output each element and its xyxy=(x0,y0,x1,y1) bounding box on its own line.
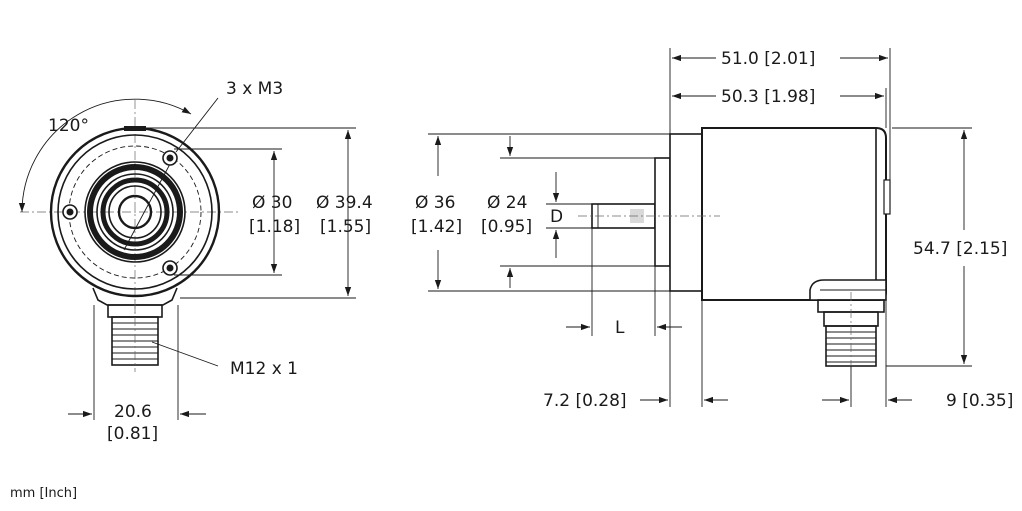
d30-mm-label: Ø 30 xyxy=(252,193,292,213)
d24-mm-label: Ø 24 xyxy=(487,193,527,213)
side-view xyxy=(428,48,972,407)
len51-label: 51.0 [2.01] xyxy=(721,49,815,69)
d394-in-label: [1.55] xyxy=(320,217,371,237)
screws-label: 3 x M3 xyxy=(226,79,283,99)
offset-label: 9 [0.35] xyxy=(946,391,1013,411)
flange-label: 7.2 [0.28] xyxy=(543,391,627,411)
connector-side xyxy=(817,292,885,372)
shaft-d-label: D xyxy=(550,207,563,227)
height-label: 54.7 [2.15] xyxy=(913,239,1007,259)
angle-label: 120° xyxy=(48,116,89,136)
d24-in-label: [0.95] xyxy=(481,217,532,237)
d36-in-label: [1.42] xyxy=(411,217,462,237)
d30-in-label: [1.18] xyxy=(249,217,300,237)
connector-front xyxy=(92,287,178,372)
screw-hole-bottom xyxy=(162,260,178,276)
units-note: mm [Inch] xyxy=(10,486,78,501)
front-view xyxy=(18,97,356,420)
shaft-l-label: L xyxy=(615,318,625,338)
d394-mm-label: Ø 39.4 xyxy=(316,193,373,213)
connector-label: M12 x 1 xyxy=(230,359,298,379)
screw-hole-top xyxy=(162,150,178,166)
d36-mm-label: Ø 36 xyxy=(415,193,455,213)
w206-mm-label: 20.6 xyxy=(114,402,152,422)
housing-body xyxy=(701,127,887,301)
w206-in-label: [0.81] xyxy=(107,424,158,444)
screw-hole-left xyxy=(62,204,78,220)
len503-label: 50.3 [1.98] xyxy=(721,87,815,107)
